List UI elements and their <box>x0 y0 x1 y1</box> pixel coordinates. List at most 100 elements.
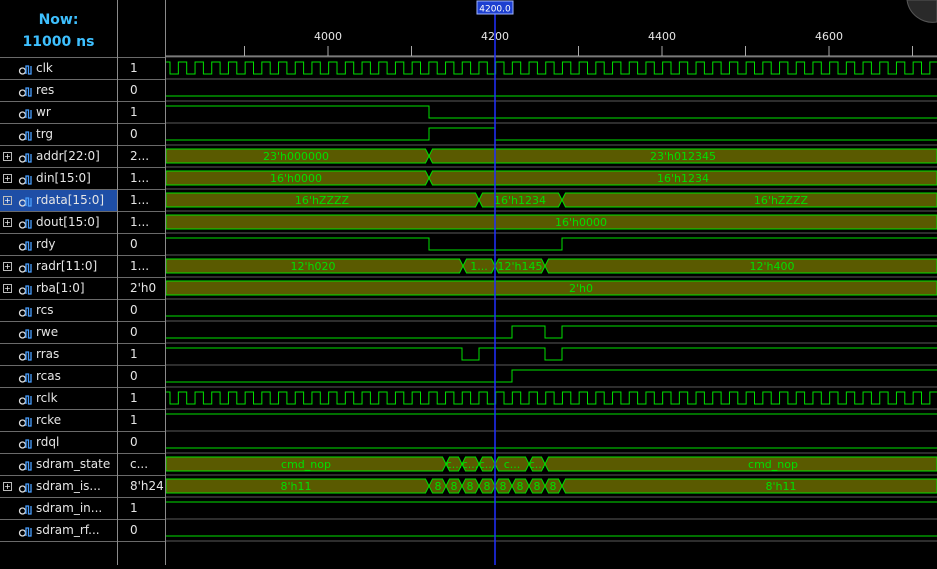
value-row-rras: 1 <box>118 343 165 365</box>
signal-row-trg[interactable]: trg <box>0 123 117 145</box>
bus-value-label: 8'h11 <box>281 480 312 493</box>
cursor-flag[interactable] <box>476 0 514 15</box>
signal-row-wr[interactable]: wr <box>0 101 117 123</box>
signal-row-rclk[interactable]: rclk <box>0 387 117 409</box>
ruler-label: 4400 <box>648 30 676 43</box>
bus-segment <box>544 456 937 472</box>
signal-value: 0 <box>130 127 138 141</box>
bus-value-label: 8 <box>467 480 474 493</box>
signal-row-clk[interactable]: clk <box>0 57 117 79</box>
signal-row-rwe[interactable]: rwe <box>0 321 117 343</box>
signal-name: sdram_state <box>36 457 111 471</box>
bus-value-label: 1... <box>470 260 488 273</box>
bus-segment <box>561 478 937 494</box>
expand-icon[interactable]: + <box>3 218 12 227</box>
signal-row-res[interactable]: res <box>0 79 117 101</box>
signal-row-sdram-state[interactable]: sdram_state <box>0 453 117 475</box>
value-row-dout: 1... <box>118 211 165 233</box>
signal-icon <box>18 369 32 383</box>
value-row-trg: 0 <box>118 123 165 145</box>
signal-name: rba[1:0] <box>36 281 85 295</box>
bus-segment <box>428 148 937 164</box>
signal-name: clk <box>36 61 53 75</box>
value-row-rdy: 0 <box>118 233 165 255</box>
signal-icon <box>18 391 32 405</box>
signal-row-addr[interactable]: +addr[22:0] <box>0 145 117 167</box>
waveform-rcas <box>166 369 937 383</box>
signal-row-rcas[interactable]: rcas <box>0 365 117 387</box>
signal-value: 1... <box>130 259 150 273</box>
signal-row-rcke[interactable]: rcke <box>0 409 117 431</box>
signal-icon <box>18 325 32 339</box>
signal-row-rcs[interactable]: rcs <box>0 299 117 321</box>
cursor-time-label: 4200.0 <box>479 5 511 15</box>
value-row-wr: 1 <box>118 101 165 123</box>
signal-icon <box>18 83 32 97</box>
bus-segment <box>561 192 937 208</box>
bus-value-label: 23'h000000 <box>263 150 329 163</box>
bus-signal-icon <box>18 171 32 185</box>
signal-name: dout[15:0] <box>36 215 100 229</box>
signal-row-sdram-in[interactable]: sdram_in... <box>0 497 117 519</box>
ruler-label: 4600 <box>815 30 843 43</box>
bus-value-label: c... <box>479 458 496 471</box>
signal-row-radr[interactable]: +radr[11:0] <box>0 255 117 277</box>
signal-icon <box>18 105 32 119</box>
now-label: Now: <box>38 12 79 28</box>
signal-name: rcs <box>36 303 54 317</box>
value-row-radr: 1... <box>118 255 165 277</box>
signal-row-rdy[interactable]: rdy <box>0 233 117 255</box>
signal-value: 2... <box>130 149 150 163</box>
expand-icon[interactable]: + <box>3 152 12 161</box>
signal-row-din[interactable]: + din[15:0] <box>0 167 117 189</box>
now-time-display: Now: 11000 ns <box>0 0 117 57</box>
signal-icon <box>18 501 32 515</box>
signal-row-rba[interactable]: + rba[1:0] <box>0 277 117 299</box>
bus-value-label: 16'h0000 <box>270 172 322 185</box>
bus-signal-icon <box>18 259 32 273</box>
bus-value-label: c... <box>529 458 546 471</box>
value-row-sdram-rf: 0 <box>118 519 165 541</box>
bus-value-label: 12'h400 <box>750 260 795 273</box>
signal-name: rwe <box>36 325 59 339</box>
expand-icon[interactable]: + <box>3 196 12 205</box>
expand-icon[interactable]: + <box>3 262 12 271</box>
signal-value: 0 <box>130 325 138 339</box>
signal-row-rdql[interactable]: rdql <box>0 431 117 453</box>
bus-signal-icon <box>18 149 32 163</box>
signal-name: rdata[15:0] <box>36 193 105 207</box>
signal-row-rras[interactable]: rras <box>0 343 117 365</box>
bus-segment <box>544 258 937 274</box>
signal-row-sdram-rf[interactable]: sdram_rf... <box>0 519 117 541</box>
bus-value-label: 12'h145 <box>498 260 543 273</box>
bus-value-label: 23'h012345 <box>650 150 716 163</box>
waveform-rras <box>166 347 937 361</box>
signal-name: rdql <box>36 435 60 449</box>
bus-value-label: 16'hZZZZ <box>295 194 350 207</box>
signal-name: rcke <box>36 413 62 427</box>
expand-icon[interactable]: + <box>3 174 12 183</box>
row-divider <box>118 541 165 563</box>
value-row-rba: 2'h0 <box>118 277 165 299</box>
bus-signal-icon <box>18 215 32 229</box>
bus-value-label: c... <box>462 458 479 471</box>
signal-row-dout[interactable]: + dout[15:0] <box>0 211 117 233</box>
signal-icon <box>18 413 32 427</box>
bus-value-label: 8 <box>451 480 458 493</box>
value-row-rwe: 0 <box>118 321 165 343</box>
bus-value-label: 8 <box>484 480 491 493</box>
bus-signal-icon <box>18 281 32 295</box>
bus-value-label: 16'hZZZZ <box>754 194 809 207</box>
signal-row-rdata[interactable]: + rdata[15:0] <box>0 189 117 211</box>
signal-value: 2'h0 <box>130 281 157 295</box>
signal-name: din[15:0] <box>36 171 91 185</box>
signal-row-sdram-is[interactable]: +sdram_is... <box>0 475 117 497</box>
value-row-rdql: 0 <box>118 431 165 453</box>
value-row-addr: 2... <box>118 145 165 167</box>
value-row-rcke: 1 <box>118 409 165 431</box>
expand-icon[interactable]: + <box>3 482 12 491</box>
expand-icon[interactable]: + <box>3 284 12 293</box>
